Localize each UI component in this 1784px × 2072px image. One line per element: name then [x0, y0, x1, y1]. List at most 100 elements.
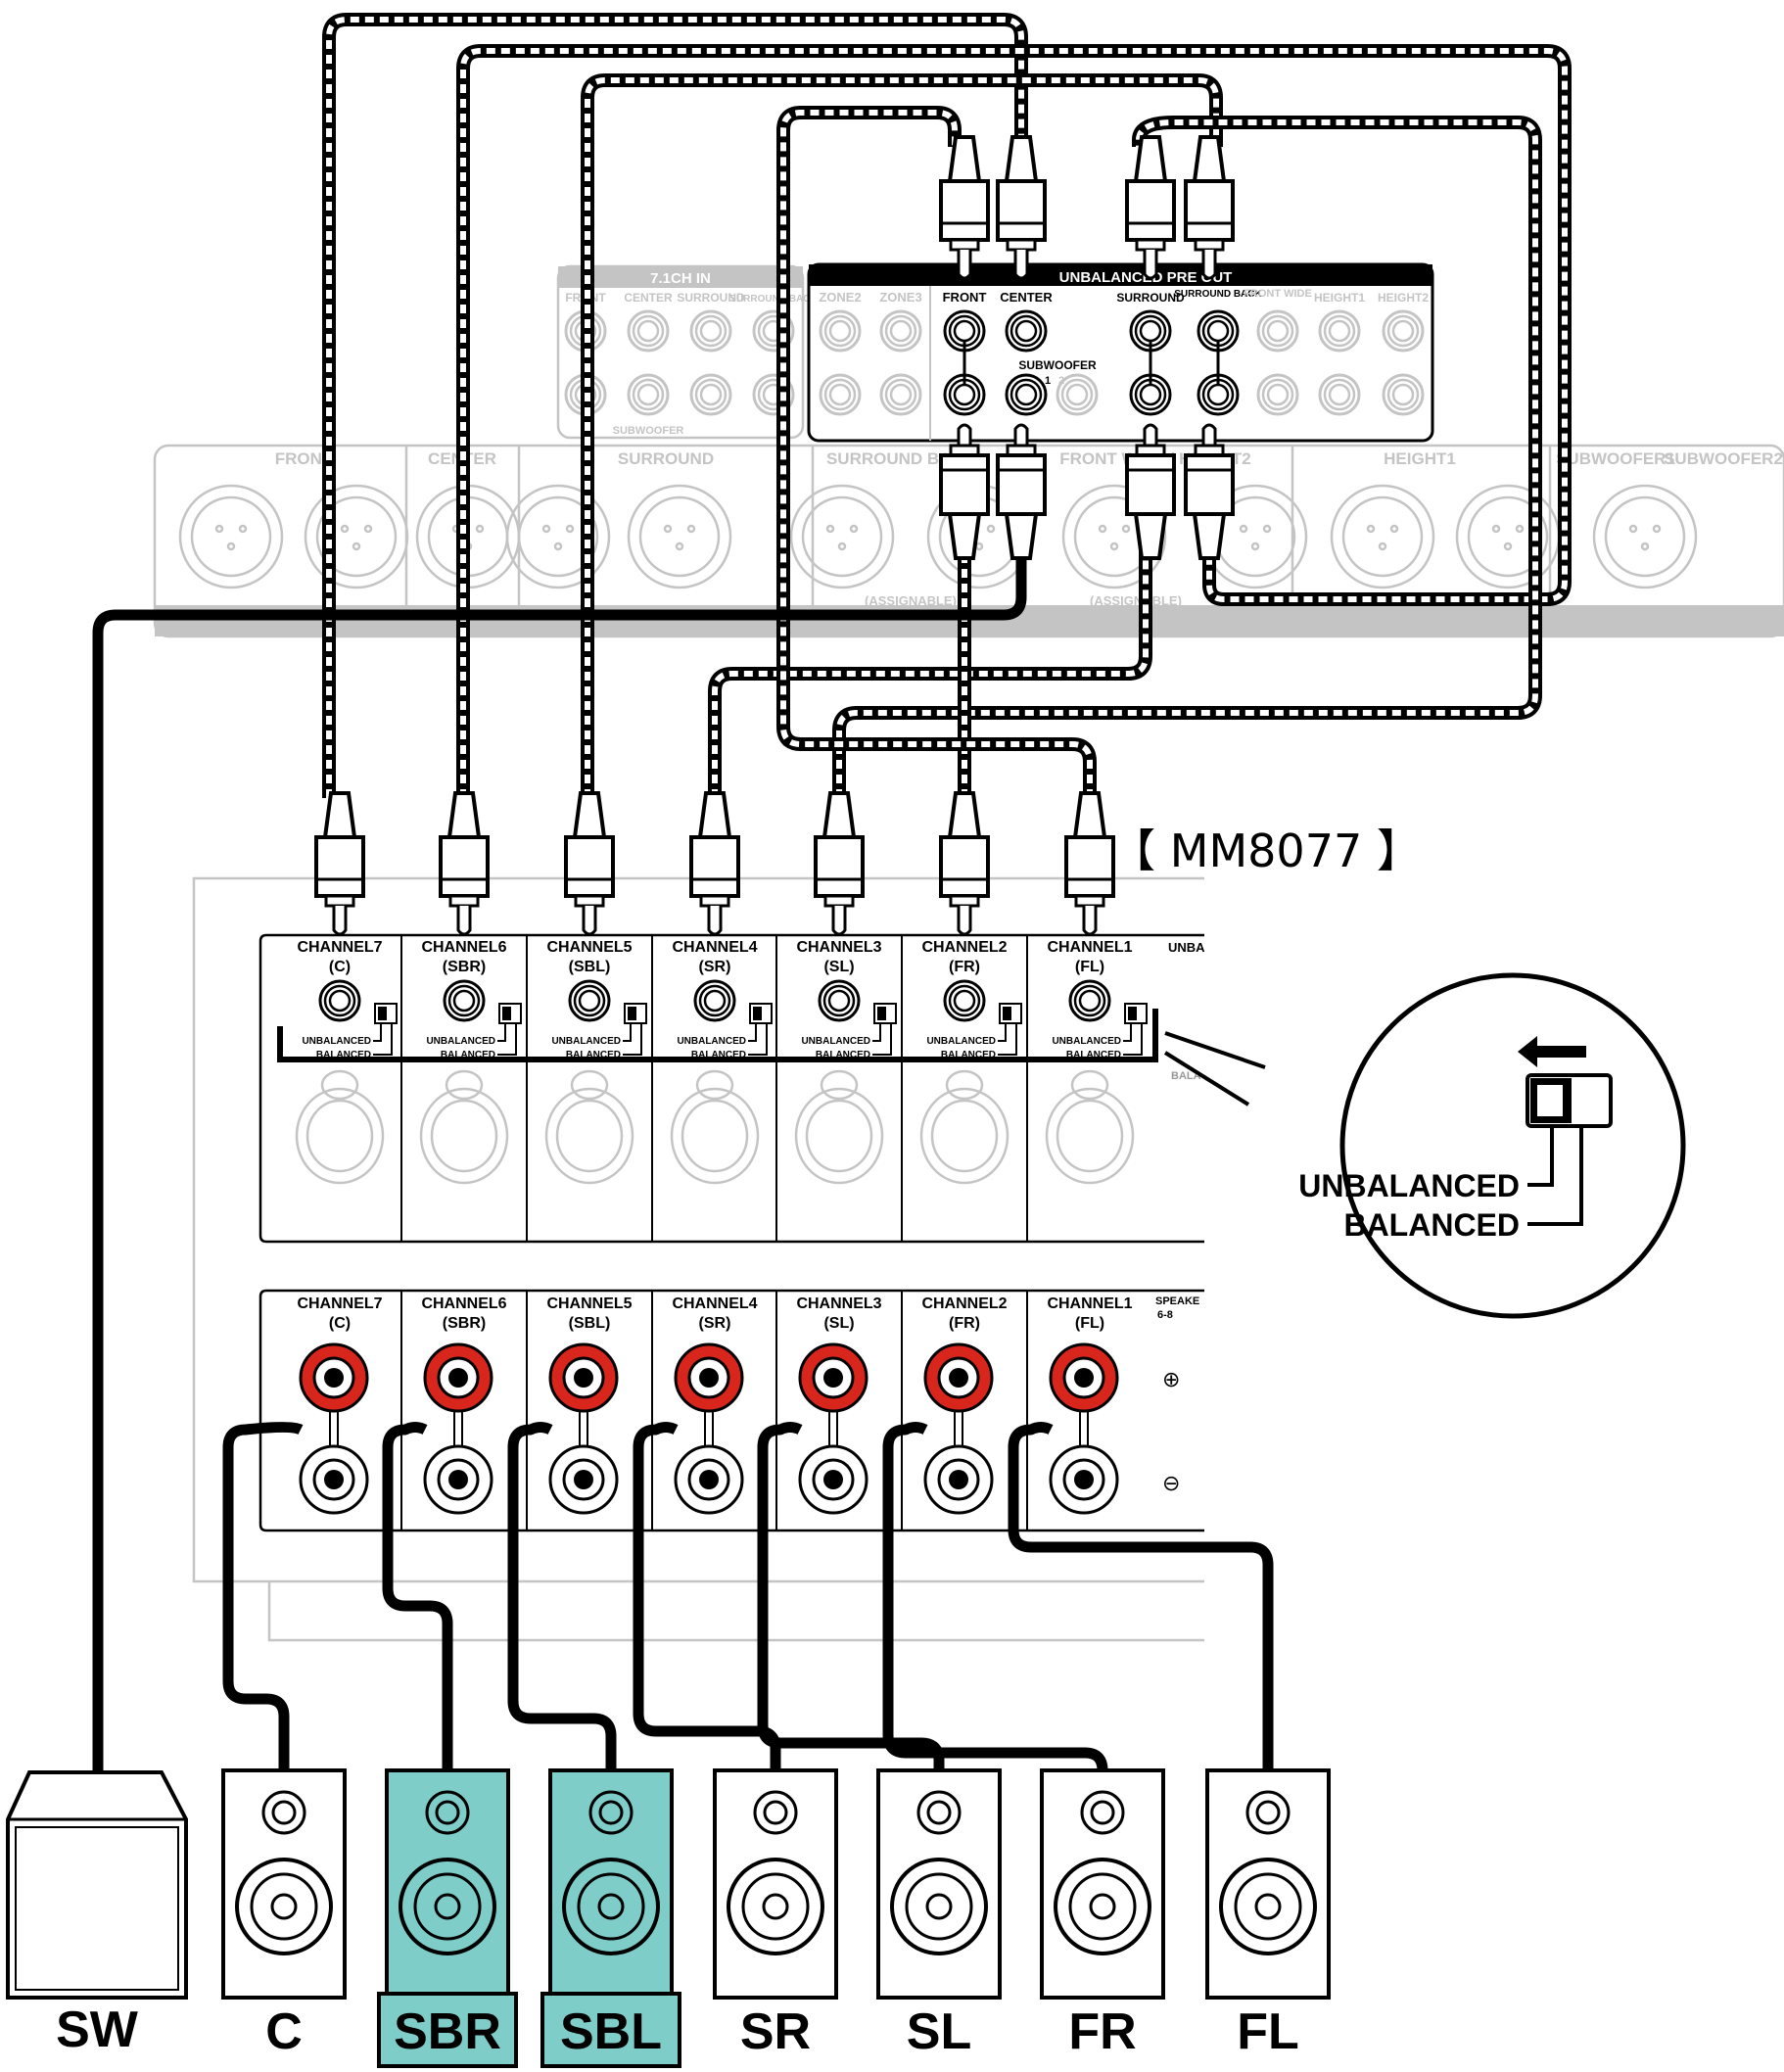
preout-jack — [1382, 309, 1425, 353]
preout-plug-bottom — [1184, 423, 1235, 560]
balance-switch[interactable] — [498, 1003, 522, 1024]
negative-terminal[interactable] — [1049, 1444, 1119, 1515]
cable-center — [322, 13, 1028, 798]
switch-balanced-label: BALANCED — [566, 1050, 621, 1060]
amp-sp-channel-role: (FL) — [1075, 1315, 1104, 1332]
callout-unbalanced: UNBALANCED — [1298, 1168, 1520, 1203]
xlr-jack — [627, 484, 732, 589]
input-header: 7.1CH IN — [650, 270, 711, 287]
amp-in-channel-role: (FR) — [949, 959, 980, 975]
balance-switch[interactable] — [374, 1003, 398, 1024]
speaker-wire — [1008, 1422, 1274, 1774]
cut-label-mid: BALA — [1171, 1070, 1201, 1082]
minus-icon: ⊖ — [1162, 1471, 1180, 1495]
amp-input-jack — [693, 979, 736, 1022]
amp-sp-channel-role: (FR) — [949, 1315, 980, 1332]
cable-sbr — [456, 44, 1572, 798]
amp-input-panel: CHANNEL7(C)UNBALANCEDBALANCEDCHANNEL6(SB… — [258, 933, 1205, 1244]
amp-xlr-jack — [1045, 1069, 1135, 1185]
speaker-wire — [382, 1422, 453, 1774]
amp-sp-channel-role: (SL) — [823, 1315, 854, 1332]
amp-xlr-jack — [670, 1069, 760, 1185]
amp-sp-channel-role: (C) — [329, 1315, 351, 1332]
input-surround: SURROUND — [677, 291, 745, 305]
positive-terminal[interactable] — [674, 1342, 744, 1413]
switch-unbalanced-label: UNBALANCED — [426, 1036, 495, 1047]
arrow-left-icon — [1518, 1036, 1586, 1067]
amp-in-channel-role: (SBL) — [569, 959, 611, 975]
balance-switch[interactable] — [999, 1003, 1022, 1024]
amp-in-channel-role: (SL) — [823, 959, 854, 975]
amp-in-channel-name: CHANNEL1 — [1047, 939, 1132, 956]
speaker-sr: SR — [713, 1768, 838, 2060]
positive-terminal[interactable] — [923, 1342, 994, 1413]
amp-input-jack — [443, 979, 486, 1022]
positive-terminal[interactable] — [299, 1342, 369, 1413]
amp-xlr-jack — [794, 1069, 884, 1185]
speaker-label: C — [265, 2003, 303, 2060]
zone3-label: ZONE3 — [879, 290, 921, 305]
positive-terminal[interactable] — [423, 1342, 493, 1413]
negative-terminal[interactable] — [299, 1444, 369, 1515]
amp-sp-channel-name: CHANNEL1 — [1047, 1295, 1132, 1312]
speaker-wire — [757, 1422, 945, 1774]
negative-terminal[interactable] — [548, 1444, 619, 1515]
amp-input-plug — [1064, 791, 1115, 936]
xlr-jack — [304, 484, 409, 589]
preout-jack — [1197, 309, 1240, 353]
amp-in-channel-name: CHANNEL5 — [546, 939, 632, 956]
preout-jack — [1318, 373, 1361, 416]
negative-terminal[interactable] — [674, 1444, 744, 1515]
balance-switch[interactable] — [749, 1003, 773, 1024]
preout-jack — [1256, 373, 1299, 416]
preout-subwoofer-label: SUBWOOFER — [1018, 358, 1097, 372]
negative-terminal[interactable] — [798, 1444, 869, 1515]
positive-terminal[interactable] — [548, 1342, 619, 1413]
pre-out-panel: UNBALANCED PRE OUT ZONE2 ZONE3 FRONT CEN… — [807, 262, 1434, 443]
switch-balanced-label: BALANCED — [1066, 1050, 1121, 1060]
preout-jack — [1197, 373, 1240, 416]
amp-sp-channel-name: CHANNEL2 — [921, 1295, 1007, 1312]
amp-input-jack — [1068, 979, 1111, 1022]
switch-callout: UNBALANCED BALANCED — [1163, 972, 1686, 1319]
amp-sp-channel-name: CHANNEL4 — [672, 1295, 757, 1312]
amp-sp-channel-name: CHANNEL3 — [796, 1295, 881, 1312]
preout-plug-top — [996, 135, 1047, 280]
switch-unbalanced-label: UNBALANCED — [302, 1036, 371, 1047]
rca-plugs — [314, 135, 1235, 936]
positive-terminal[interactable] — [1049, 1342, 1119, 1413]
preout-plug-top — [1184, 135, 1235, 280]
speaker-label: SBL — [560, 2003, 662, 2060]
amp-in-channel-role: (FL) — [1075, 959, 1104, 975]
preout-surround-back-label: SURROUND BACK — [1174, 289, 1262, 300]
preout-jack — [1382, 373, 1425, 416]
preout-jack — [943, 309, 986, 353]
switch-balanced-label: BALANCED — [316, 1050, 371, 1060]
amp-in-channel-name: CHANNEL6 — [421, 939, 506, 956]
assignable-1: (ASSIGNABLE) — [865, 593, 957, 608]
xlr-jack — [1330, 484, 1435, 589]
switch-balanced-label: BALANCED — [816, 1050, 870, 1060]
negative-terminal[interactable] — [923, 1444, 994, 1515]
speaker-label: SL — [907, 2003, 971, 2060]
negative-terminal[interactable] — [423, 1444, 493, 1515]
preout-plug-bottom — [1125, 423, 1176, 560]
speaker-sbl: SBL — [540, 1768, 681, 2068]
cut-label-top: UNBA — [1168, 940, 1205, 955]
cable-subwoofer — [92, 558, 1027, 1772]
balance-switch[interactable] — [1124, 1003, 1148, 1024]
amp-input-plug — [939, 791, 990, 936]
group-subwoofer2: SUBWOOFER2 — [1664, 449, 1783, 468]
preout-height1-label: HEIGHT1 — [1314, 291, 1365, 305]
speaker-fl: FL — [1205, 1768, 1331, 2060]
amp-sp-channel-name: CHANNEL6 — [421, 1295, 506, 1312]
positive-terminal[interactable] — [798, 1342, 869, 1413]
switch-unbalanced-label: UNBALANCED — [801, 1036, 870, 1047]
sub1-num: 1 — [1045, 375, 1051, 387]
balance-switch[interactable] — [624, 1003, 647, 1024]
input-jacks — [564, 309, 795, 416]
xlr-jack — [178, 484, 284, 589]
speaker-sbr: SBR — [377, 1768, 518, 2068]
balance-switch[interactable] — [873, 1003, 897, 1024]
zone-jack — [819, 373, 862, 416]
